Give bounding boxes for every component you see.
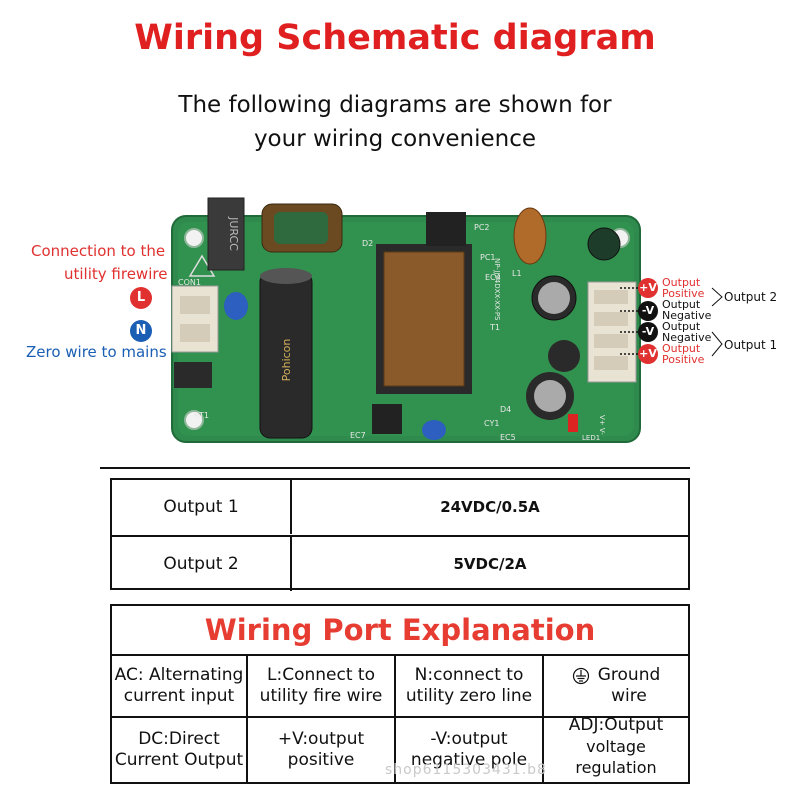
cy1-text: CY1: [484, 419, 499, 428]
spec-value: 5VDC/2A: [453, 555, 527, 573]
page-title: Wiring Schematic diagram: [134, 18, 656, 58]
spec-row-divider: [112, 535, 688, 537]
divider-line: [100, 467, 690, 469]
t1-text: T1: [489, 323, 500, 332]
cell-line: -V:output: [430, 729, 508, 749]
port-2-line1: Output: [662, 298, 701, 311]
fire-label-line1: Connection to the: [31, 242, 166, 260]
port-4-line1: Output: [662, 342, 701, 355]
rt1-text: RT1: [194, 411, 209, 420]
col-divider-3: [542, 654, 544, 782]
wiring-port-explanation-table: Wiring Port Explanation AC: Alternating …: [110, 604, 690, 784]
output-2-group-label: Output 2: [724, 290, 778, 304]
cell-line: +V:output: [277, 729, 365, 749]
pcb-drawing: JURCC Pohicon CON1 RT1 EC4 T1 D2 PC2 PC1…: [171, 197, 641, 443]
spec-row-output-2: Output 2 5VDC/2A: [112, 537, 688, 591]
col-divider-1: [246, 654, 248, 782]
cell-line: current input: [123, 686, 235, 706]
cell-line: utility zero line: [405, 686, 533, 706]
d4-text: D4: [500, 405, 511, 414]
ground-icon: [572, 667, 589, 684]
port-1-line2: Positive: [662, 287, 705, 300]
l1-text: L1: [512, 269, 522, 278]
output-1-group-label: Output 1: [724, 338, 778, 352]
spec-label: Output 1: [112, 480, 292, 534]
cell-line: AC: Alternating: [114, 665, 244, 685]
port-4-line2: Positive: [662, 353, 705, 366]
cell-line: wire: [611, 686, 647, 706]
cap-brand-text: Pohicon: [280, 339, 293, 382]
output-spec-table: Output 1 24VDC/0.5A Output 2 5VDC/2A: [110, 478, 690, 591]
cell-dc: DC:Direct Current Output: [112, 718, 246, 782]
cell-ac: AC: Alternating current input: [112, 656, 246, 716]
spec-value: 24VDC/0.5A: [440, 498, 540, 516]
ec7-text: EC7: [350, 431, 366, 440]
subtitle-line-2: your wiring convenience: [253, 126, 537, 152]
cell-l: L:Connect to utility fire wire: [248, 656, 394, 716]
l-terminal-badge: L: [130, 287, 152, 309]
port-4-badge: +V: [638, 344, 658, 364]
col-divider-2: [394, 654, 396, 782]
port-1-badge: +V: [638, 278, 658, 298]
cell-line: utility fire wire: [259, 686, 383, 706]
watermark-text: shop6115303431.b8: [385, 762, 547, 778]
cell-line: Ground: [597, 665, 661, 685]
part-number-text: NP-JJ24DXX-XX-PS: [493, 258, 501, 321]
port-3-line2: Negative: [662, 331, 712, 344]
jurcc-text: JURCC: [227, 216, 240, 251]
explanation-row-divider: [112, 716, 688, 718]
port-2-line2: Negative: [662, 309, 712, 322]
cell-line: L:Connect to: [267, 665, 375, 685]
spec-row-output-1: Output 1 24VDC/0.5A: [112, 480, 688, 534]
port-2-badge: -V: [638, 301, 658, 321]
spec-label: Output 2: [112, 537, 292, 591]
pc2-text: PC2: [474, 223, 490, 232]
explanation-title: Wiring Port Explanation: [112, 606, 688, 656]
vplus-text: V+ V-: [598, 415, 606, 435]
zero-wire-label: Zero wire to mains: [26, 343, 167, 361]
cell-line: voltage regulation: [575, 736, 657, 777]
cell-n: N:connect to utility zero line: [396, 656, 542, 716]
fire-label-line2: utility firewire: [64, 265, 168, 283]
cell-line: positive: [287, 750, 355, 770]
cell-ground: Ground wire: [544, 656, 688, 716]
ec5-text: EC5: [500, 433, 516, 442]
pc1-text: PC1: [480, 253, 496, 262]
d2-text: D2: [362, 239, 373, 248]
cell-line: negative pole: [410, 750, 528, 770]
cell-line: Current Output: [114, 750, 244, 770]
con1-text: CON1: [178, 278, 201, 287]
port-1-line1: Output: [662, 276, 701, 289]
cell-line: DC:Direct: [138, 729, 220, 749]
pcb-illustration: JURCC Pohicon CON1 RT1 EC4 T1 D2 PC2 PC1…: [150, 190, 690, 455]
port-3-badge: -V: [638, 322, 658, 342]
n-terminal-badge: N: [130, 320, 152, 342]
cell-plus-v: +V:output positive: [248, 718, 394, 782]
led1-text: LED1: [582, 434, 600, 442]
subtitle-line-1: The following diagrams are shown for: [178, 92, 612, 118]
cell-line: ADJ:Output: [568, 714, 664, 735]
port-3-line1: Output: [662, 320, 701, 333]
cell-line: N:connect to: [414, 665, 524, 685]
ec4-text: EC4: [485, 273, 501, 282]
cell-minus-v: -V:output negative pole: [396, 718, 542, 782]
cell-adj: ADJ:Output voltage regulation: [544, 714, 688, 778]
